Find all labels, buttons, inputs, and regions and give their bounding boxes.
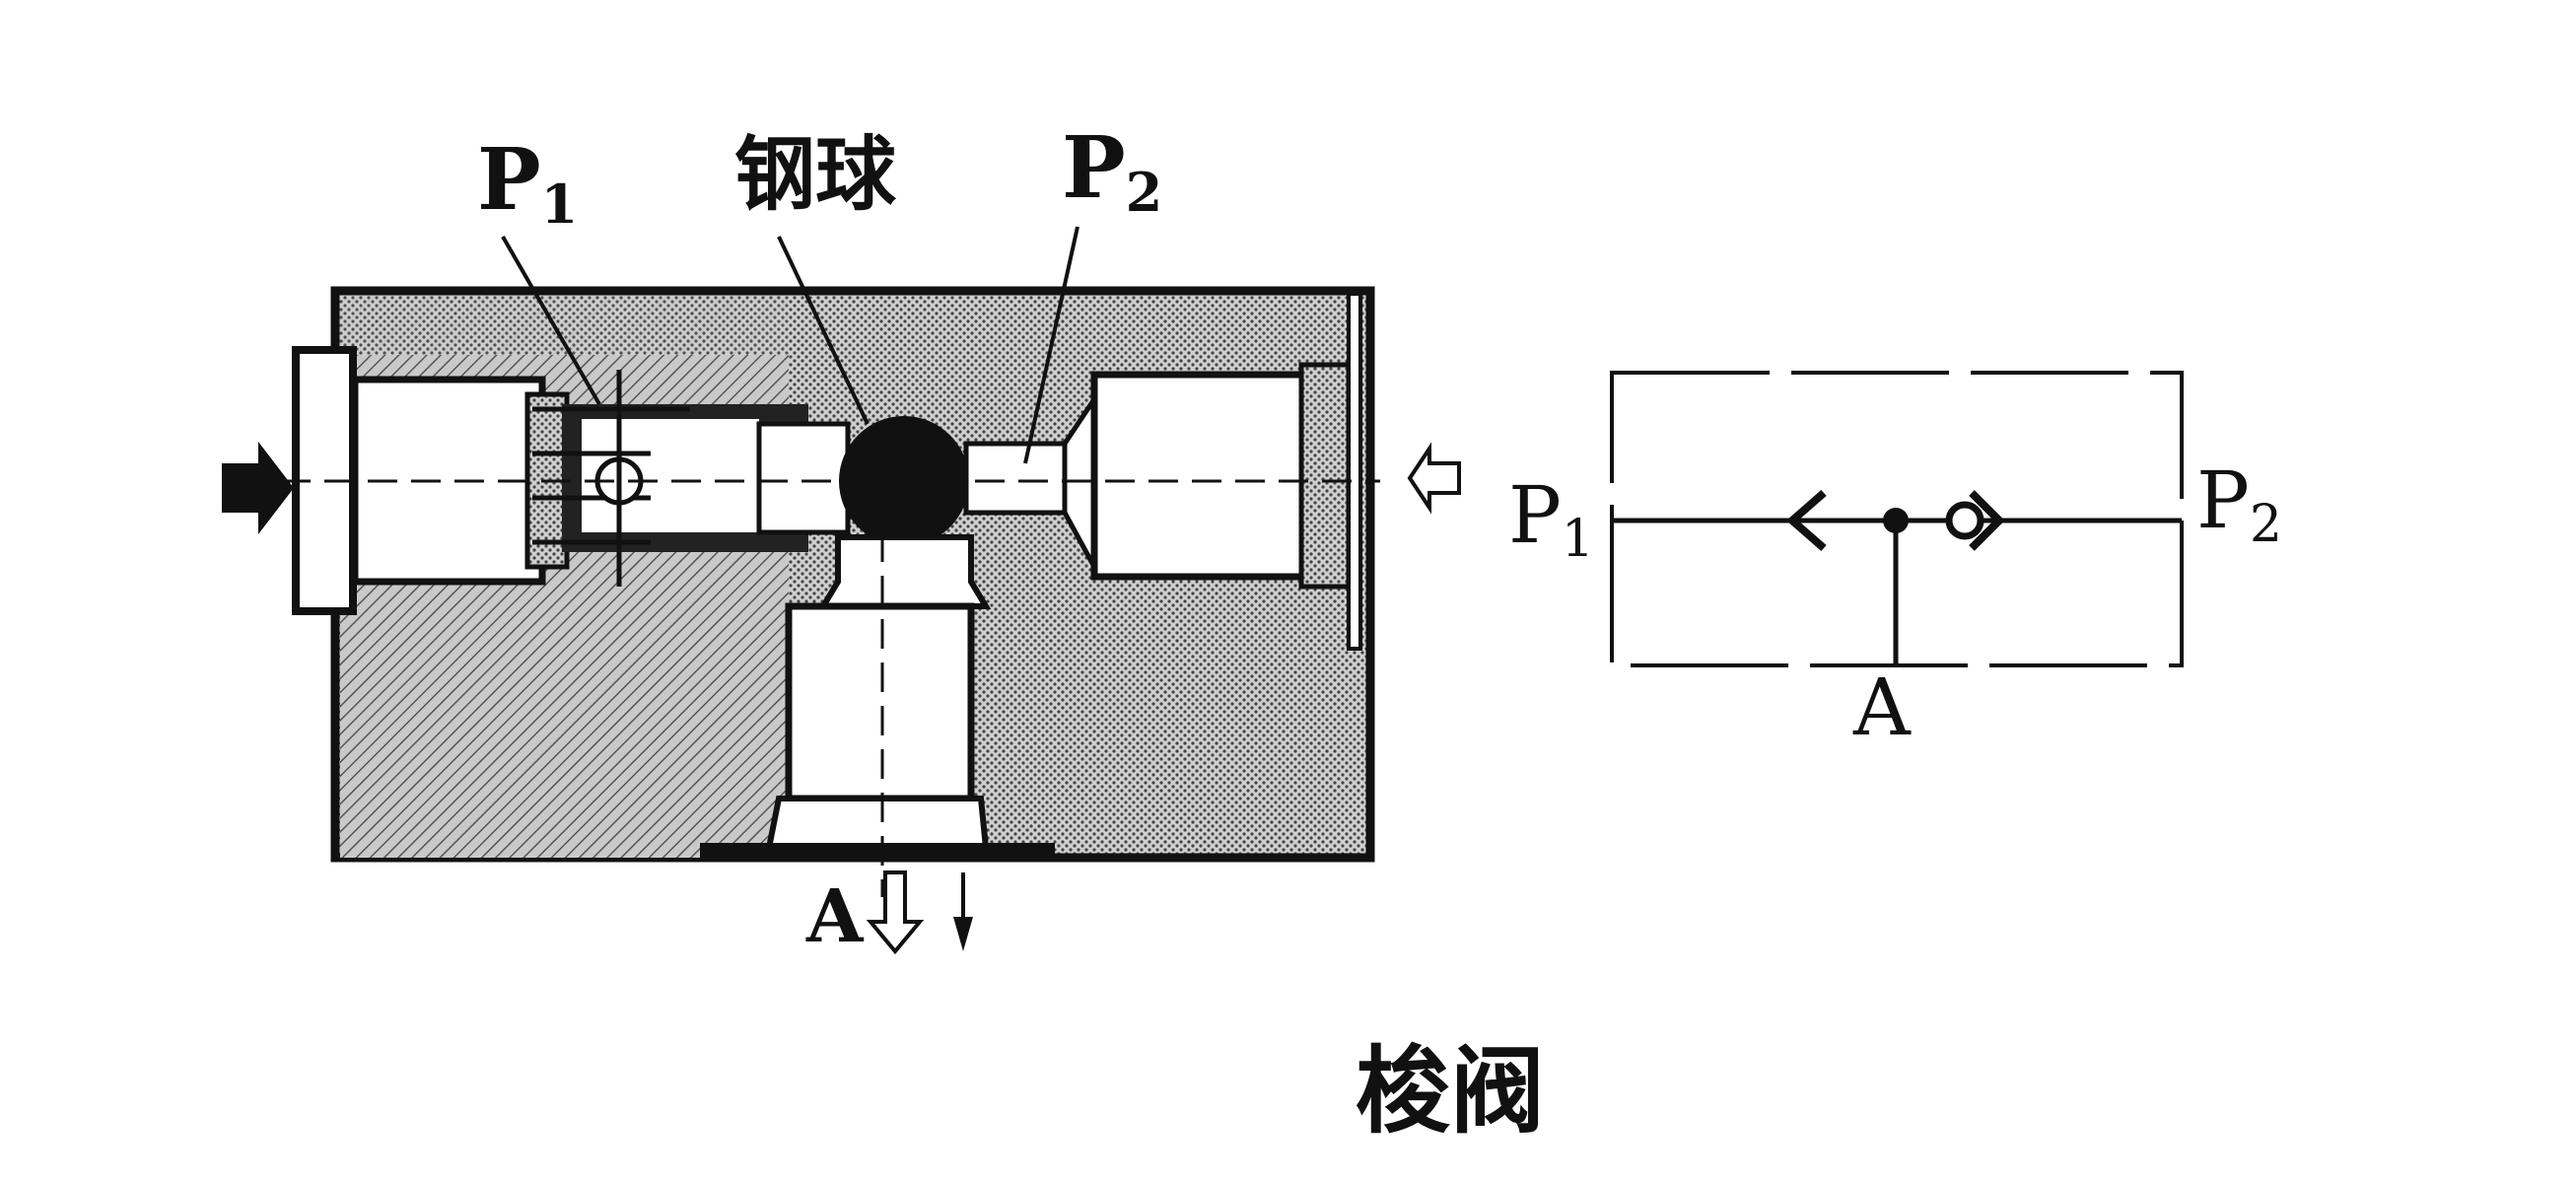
outlet-arrow-thin-head <box>953 917 973 951</box>
right-port-thread <box>1298 362 1352 590</box>
label-outlet-a: A <box>805 874 865 959</box>
symbol-enclosure <box>1610 371 2184 667</box>
right-port-bore <box>1090 371 1325 581</box>
body-top-band <box>340 296 1365 355</box>
outlet-neck <box>817 534 992 609</box>
outlet-arrow-hollow <box>866 870 925 955</box>
symbol-label-p2: P2 <box>2196 454 2282 554</box>
right-passage <box>963 441 1068 516</box>
p1-seat-detail <box>532 370 690 587</box>
figure-caption: 梭阀 <box>1356 1035 1545 1147</box>
right-wall-slot <box>1347 292 1362 651</box>
outlet-bore <box>785 602 975 802</box>
shuttle-valve-symbol: P1 P2 A <box>1508 371 2282 753</box>
label-steel-ball: 钢球 <box>734 127 897 222</box>
p2-inlet-arrow-hollow <box>1407 442 1461 515</box>
label-p1: P1 <box>477 130 578 236</box>
symbol-label-p1: P1 <box>1508 469 1594 569</box>
p1-leader <box>501 236 601 405</box>
p1-inlet-arrow <box>222 442 294 534</box>
p2-leader <box>1023 226 1079 464</box>
symbol-label-a: A <box>1852 661 1912 753</box>
symbol-ball <box>1945 501 1984 540</box>
valve-section-view: P1 钢球 P2 A <box>222 118 1461 959</box>
outlet-flange <box>700 843 1055 858</box>
left-passage-bore <box>756 421 851 535</box>
symbol-left-seat <box>1785 489 1827 552</box>
symbol-right-seat <box>1969 490 2005 551</box>
label-p2: P2 <box>1062 118 1162 224</box>
ball-leader <box>777 236 870 425</box>
outlet-mouth <box>765 796 990 851</box>
